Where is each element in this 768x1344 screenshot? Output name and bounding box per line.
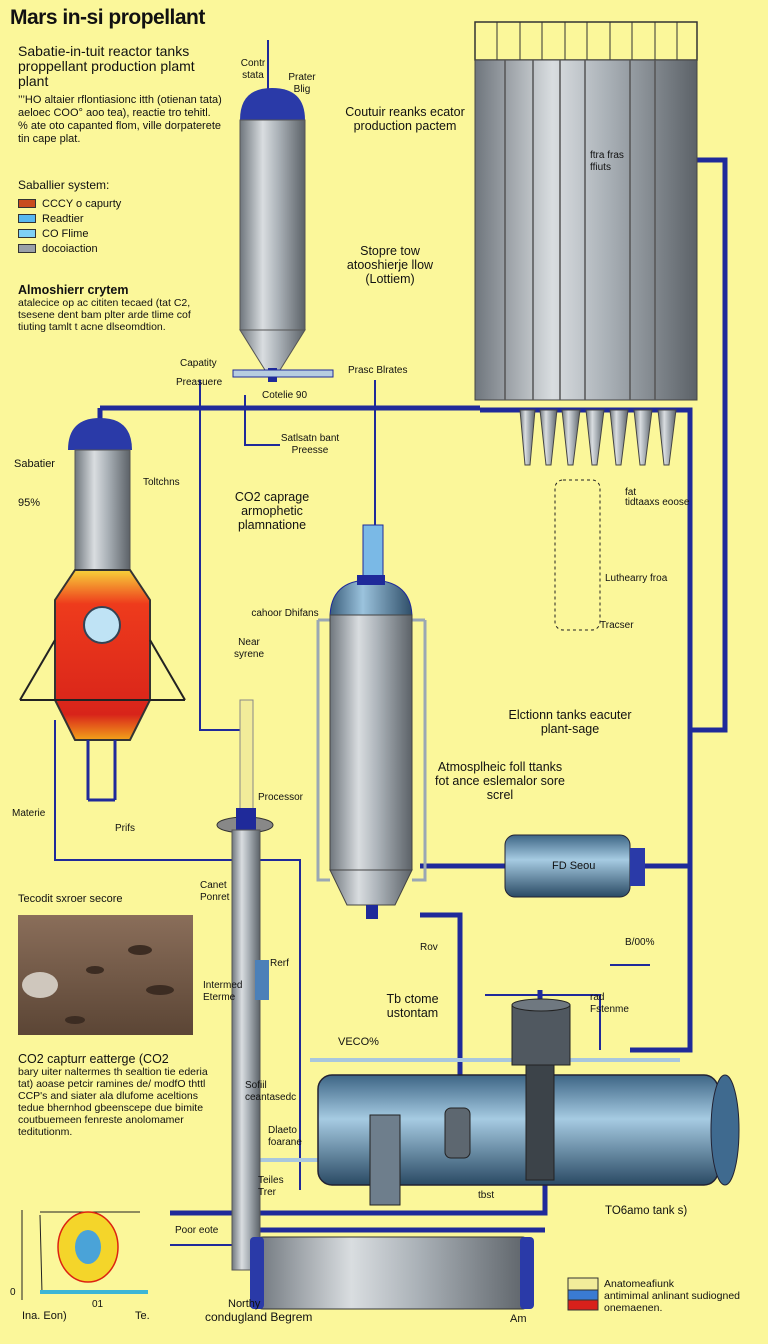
label-bl-01: 01 <box>92 1299 104 1310</box>
page-title: Mars in-si propellant <box>10 6 205 29</box>
legend-swatch-4 <box>18 244 36 253</box>
label-teiles: Teiles Trer <box>258 1175 284 1198</box>
bottom-legend-line-1: Anatomeafiunk <box>604 1278 675 1290</box>
label-satl: Satlsatn bant Preesse <box>280 433 340 456</box>
label-rad: rad Fstenme <box>590 992 629 1015</box>
bottom-legend-line-3: onemaenen. <box>604 1302 663 1314</box>
label-tank-side: Toltchns <box>143 477 180 488</box>
label-tank-s: TO6amo tank s) <box>605 1205 688 1217</box>
label-valve-left: Cotelie 90 <box>262 390 308 401</box>
label-prifs: Prifs <box>115 823 135 834</box>
label-tank-top-a: Contr stata <box>240 58 266 81</box>
bottom-legend-line-2: antimimal anlinant sudiogned <box>604 1290 741 1302</box>
label-tbone: Tb ctome ustontam <box>386 992 439 1020</box>
label-co2-capture: CO2 caprage armophetic plamnatione <box>234 490 310 532</box>
label-pressure-left: Preasuere <box>176 377 223 388</box>
label-veco: VECO% <box>338 1036 379 1048</box>
legend-item: docoiaction <box>18 241 121 256</box>
label-te: Te. <box>135 1310 150 1322</box>
legend-item: CCCY o capurty <box>18 196 121 211</box>
label-dlaeto: Dlaeto foarane <box>268 1125 302 1148</box>
legend-swatch-2 <box>18 214 36 223</box>
label-rov: Rov <box>420 942 438 953</box>
fd-separator-tank <box>504 834 645 898</box>
label-capacity: Capatity <box>180 358 217 369</box>
legend-swatch-3 <box>18 229 36 238</box>
bottom-storage-tank <box>250 1236 534 1310</box>
label-ttaeure: tidtaaxs eoose <box>625 497 690 508</box>
label-atmo-tanks: Atmosplheic foll ttanks fot ance eslemal… <box>435 760 565 802</box>
compressor-unit <box>511 998 571 1181</box>
label-conduit-diagram: condugland Begrem <box>205 1310 313 1324</box>
label-poor: Poor eote <box>175 1225 219 1236</box>
sabatier-reactor <box>19 418 186 802</box>
label-northy: Northy <box>228 1298 261 1310</box>
label-sabatier: Sabatier <box>14 458 55 470</box>
label-fd-separator: FD Seou <box>552 860 596 872</box>
photo-caption: Tecodit sxroer secore <box>18 893 123 905</box>
label-pct95: 95% <box>18 497 41 509</box>
label-bl-zero: 0 <box>10 1287 16 1298</box>
label-materie: Materie <box>12 808 46 819</box>
label-processor: Processor <box>258 792 304 803</box>
central-vessel <box>329 524 413 919</box>
main-horizontal-tank <box>317 1074 740 1206</box>
atmo-title: Almoshierr crytem <box>18 283 129 297</box>
label-bottom-left: Ina. Eon) <box>22 1310 67 1322</box>
legend-label-4: docoiaction <box>42 242 98 255</box>
label-near: Near syrene <box>233 637 264 660</box>
label-rack-right: ftra fras ffiuts <box>590 150 624 173</box>
label-center-title: Coutuir reanks ecator production pactem <box>345 105 465 133</box>
tank-bank <box>474 21 698 631</box>
label-tbst: tbst <box>478 1190 495 1201</box>
legend-title: Saballier system: <box>18 178 110 192</box>
label-sofiil: Sofiil ceantasedc <box>245 1080 297 1103</box>
label-intermed: Intermed Eterme <box>203 980 243 1003</box>
page-subtitle: Sabatie-in-tuit reactor tanks proppellan… <box>18 43 195 89</box>
bottom-legend: Anatomeafiunk antimimal anlinant sudiogn… <box>604 1278 764 1314</box>
legend-label-3: CO Flime <box>42 227 89 240</box>
processor-column <box>216 699 274 1271</box>
intro-text: ’’’HO altaier rflontiasionc itth (otiena… <box>18 94 222 145</box>
legend-label-2: Readtier <box>42 212 84 225</box>
label-fat: fat <box>625 487 637 498</box>
legend-item: CO Flime <box>18 226 121 241</box>
label-tank-top-b: Prater Blig <box>288 72 316 95</box>
co2-capture-note: CO2 capturr eatterge (CO2 bary uiter nal… <box>18 1052 218 1138</box>
label-rerf: Rerf <box>270 958 289 969</box>
mini-chart <box>21 1210 148 1300</box>
label-b-pct: B/00% <box>625 937 655 948</box>
legend-item: Readtier <box>18 211 121 226</box>
atmospheric-system-note: Almoshierr crytem atalecice op ac citite… <box>18 283 198 333</box>
label-store: Stopre tow atooshierje llow (Lottiem) <box>346 244 434 286</box>
upper-storage-tank <box>232 40 334 382</box>
co2-note-title: CO2 capturr eatterge (CO2 <box>18 1052 169 1066</box>
label-temperature: Luthearry froa <box>605 573 668 584</box>
legend-label-1: CCCY o capurty <box>42 197 122 210</box>
sabatier-legend: Saballier system: CCCY o capurty Readtie… <box>18 178 121 256</box>
legend-swatch-1 <box>18 199 36 208</box>
label-am: Am <box>510 1313 527 1325</box>
bottom-legend-swatches <box>567 1277 599 1311</box>
co2-note-body: bary uiter naltermes th sealtion tie ede… <box>18 1066 208 1138</box>
label-canet: Canet Ponret <box>200 880 230 903</box>
atmo-body: atalecice op ac cititen tecaed (tat C2, … <box>18 297 191 333</box>
mars-surface-photo <box>18 915 193 1035</box>
label-tracser: Tracser <box>600 620 634 631</box>
label-press-right: Prasc Blrates <box>348 365 408 376</box>
label-mid-center: cahoor Dhifans <box>251 608 319 619</box>
label-electric-tanks: Elctionn tanks eacuter plant-sage <box>508 708 632 736</box>
